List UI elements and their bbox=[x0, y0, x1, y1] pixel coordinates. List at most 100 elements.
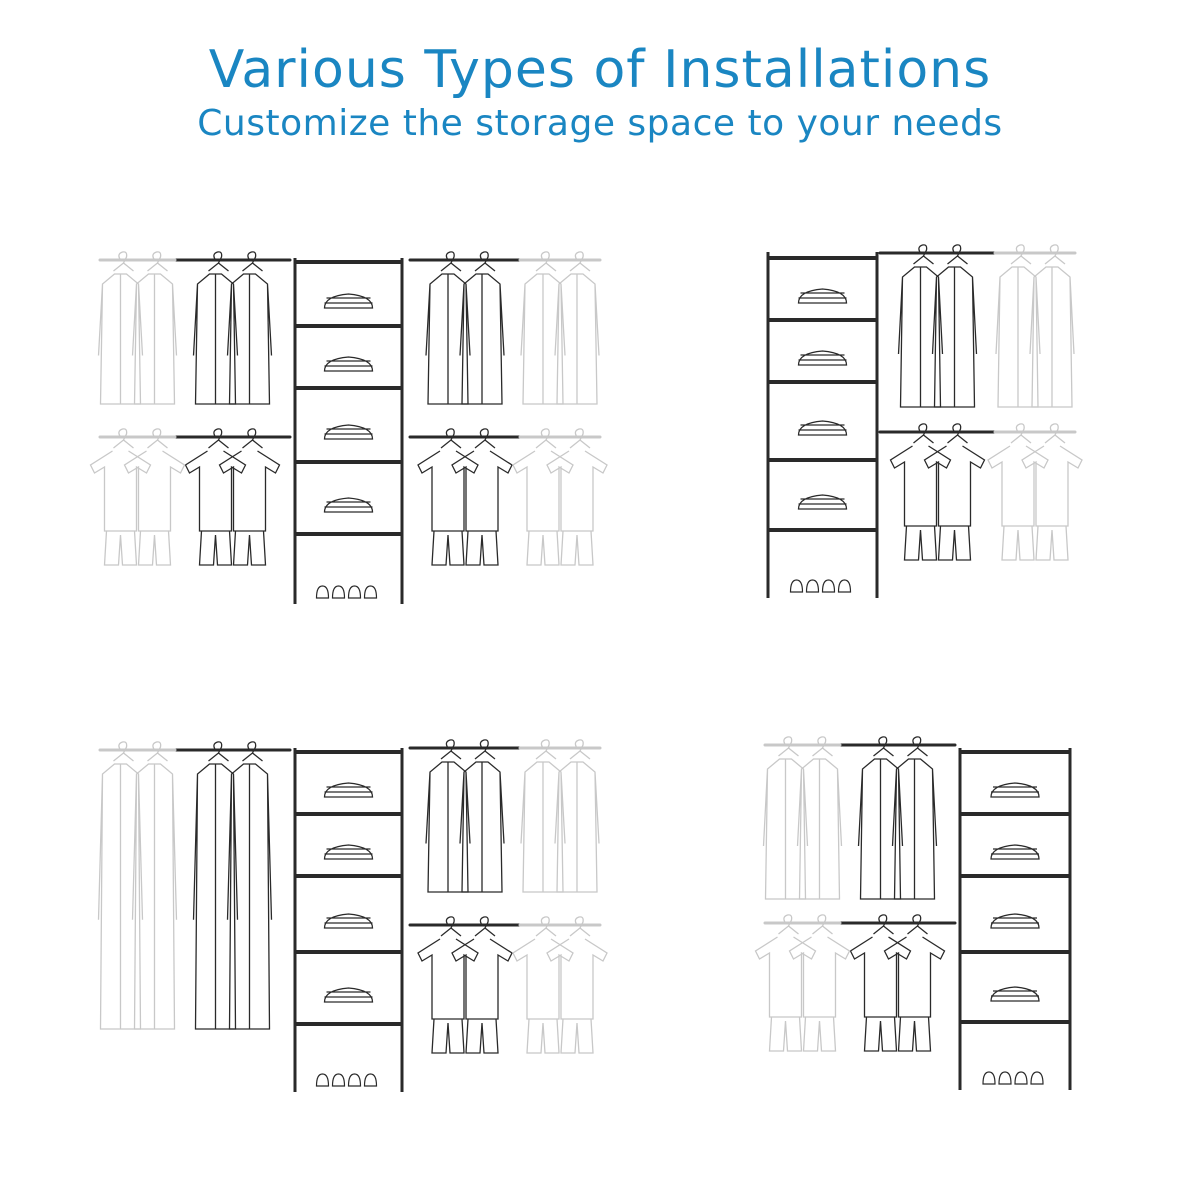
coat-icon bbox=[931, 244, 978, 408]
hanger-icon bbox=[1044, 244, 1066, 265]
shirt-icon bbox=[451, 428, 513, 566]
hanger-icon bbox=[947, 244, 968, 265]
hanging-section bbox=[987, 423, 1083, 561]
hanging-section bbox=[512, 916, 608, 1054]
folded-clothes-icon bbox=[323, 844, 374, 860]
hanger-icon bbox=[147, 428, 168, 449]
hanger-icon bbox=[569, 739, 591, 760]
shirt-icon bbox=[512, 428, 574, 566]
folded-clothes-icon bbox=[323, 293, 374, 309]
hanger-icon bbox=[147, 251, 168, 272]
shelf-tower bbox=[293, 748, 404, 1092]
hanger-icon bbox=[778, 914, 799, 935]
hanging-section bbox=[762, 736, 843, 900]
folded-clothes-icon bbox=[797, 350, 848, 366]
shoes-icon bbox=[315, 585, 378, 599]
hanger-icon bbox=[913, 244, 934, 265]
shirt-icon bbox=[987, 423, 1049, 561]
coat-icon bbox=[459, 251, 505, 405]
shirt-icon bbox=[417, 916, 479, 1054]
hanger-icon bbox=[873, 914, 894, 935]
hanger-icon bbox=[907, 736, 928, 757]
hanger-icon bbox=[535, 428, 557, 449]
coat-icon bbox=[796, 736, 843, 900]
shirt-icon bbox=[546, 916, 608, 1054]
shelf-tower bbox=[766, 252, 879, 598]
hanger-icon bbox=[535, 251, 557, 272]
hanger-icon bbox=[569, 916, 591, 937]
hanging-section bbox=[173, 741, 292, 1030]
installation-layout-4 bbox=[754, 736, 1072, 1090]
coat-icon bbox=[554, 251, 600, 405]
installation-layout-2 bbox=[766, 244, 1083, 598]
hanging-section bbox=[838, 736, 957, 900]
hanger-icon bbox=[113, 741, 134, 762]
hanging-section bbox=[173, 428, 292, 566]
shelf-tower bbox=[958, 748, 1072, 1090]
coat-icon bbox=[554, 739, 600, 893]
shirt-icon bbox=[417, 428, 479, 566]
hanging-section bbox=[878, 423, 997, 561]
shirt-icon bbox=[788, 914, 851, 1052]
hanging-section bbox=[408, 739, 522, 893]
hanging-section bbox=[408, 428, 522, 566]
hanger-icon bbox=[242, 428, 263, 449]
shirt-icon bbox=[923, 423, 986, 561]
shirt-icon bbox=[849, 914, 912, 1052]
hanger-icon bbox=[440, 739, 462, 760]
hanger-icon bbox=[1044, 423, 1066, 444]
folded-clothes-icon bbox=[990, 913, 1040, 929]
shirt-icon bbox=[218, 428, 281, 566]
hanging-section bbox=[173, 251, 292, 405]
hanging-section bbox=[518, 739, 602, 893]
hanger-icon bbox=[208, 251, 229, 272]
hanger-icon bbox=[208, 428, 229, 449]
folded-clothes-icon bbox=[990, 844, 1040, 860]
hanger-icon bbox=[242, 251, 263, 272]
shelf-tower bbox=[293, 258, 404, 604]
hanger-icon bbox=[535, 916, 557, 937]
hanger-icon bbox=[440, 251, 462, 272]
folded-clothes-icon bbox=[323, 356, 374, 372]
folded-clothes-icon bbox=[323, 987, 374, 1003]
installation-layout-3 bbox=[97, 739, 608, 1092]
folded-clothes-icon bbox=[797, 288, 848, 304]
coat-icon bbox=[131, 741, 178, 1030]
hanger-icon bbox=[913, 423, 934, 444]
hanger-icon bbox=[474, 428, 496, 449]
shirt-icon bbox=[883, 914, 946, 1052]
folded-clothes-icon bbox=[797, 420, 848, 436]
hanger-icon bbox=[812, 914, 833, 935]
hanging-section bbox=[838, 914, 957, 1052]
hanger-icon bbox=[113, 251, 134, 272]
hanger-icon bbox=[569, 428, 591, 449]
folded-clothes-icon bbox=[990, 782, 1040, 798]
shirt-icon bbox=[89, 428, 152, 566]
folded-clothes-icon bbox=[323, 497, 374, 513]
folded-clothes-icon bbox=[797, 494, 848, 510]
shirt-icon bbox=[123, 428, 186, 566]
hanger-icon bbox=[535, 739, 557, 760]
hanger-icon bbox=[907, 914, 928, 935]
hanging-section bbox=[97, 251, 178, 405]
folded-clothes-icon bbox=[323, 782, 374, 798]
shirt-icon bbox=[1021, 423, 1083, 561]
hanger-icon bbox=[569, 251, 591, 272]
coat-icon bbox=[459, 739, 505, 893]
hanger-icon bbox=[440, 428, 462, 449]
coat-icon bbox=[131, 251, 178, 405]
hanging-section bbox=[97, 741, 178, 1030]
hanger-icon bbox=[812, 736, 833, 757]
hanging-section bbox=[878, 244, 997, 408]
hanger-icon bbox=[440, 916, 462, 937]
hanger-icon bbox=[873, 736, 894, 757]
shirt-icon bbox=[754, 914, 817, 1052]
hanging-section bbox=[754, 914, 851, 1052]
shirt-icon bbox=[451, 916, 513, 1054]
hanger-icon bbox=[242, 741, 263, 762]
hanging-section bbox=[993, 244, 1077, 408]
hanging-section bbox=[408, 251, 522, 405]
hanger-icon bbox=[474, 739, 496, 760]
hanger-icon bbox=[474, 251, 496, 272]
